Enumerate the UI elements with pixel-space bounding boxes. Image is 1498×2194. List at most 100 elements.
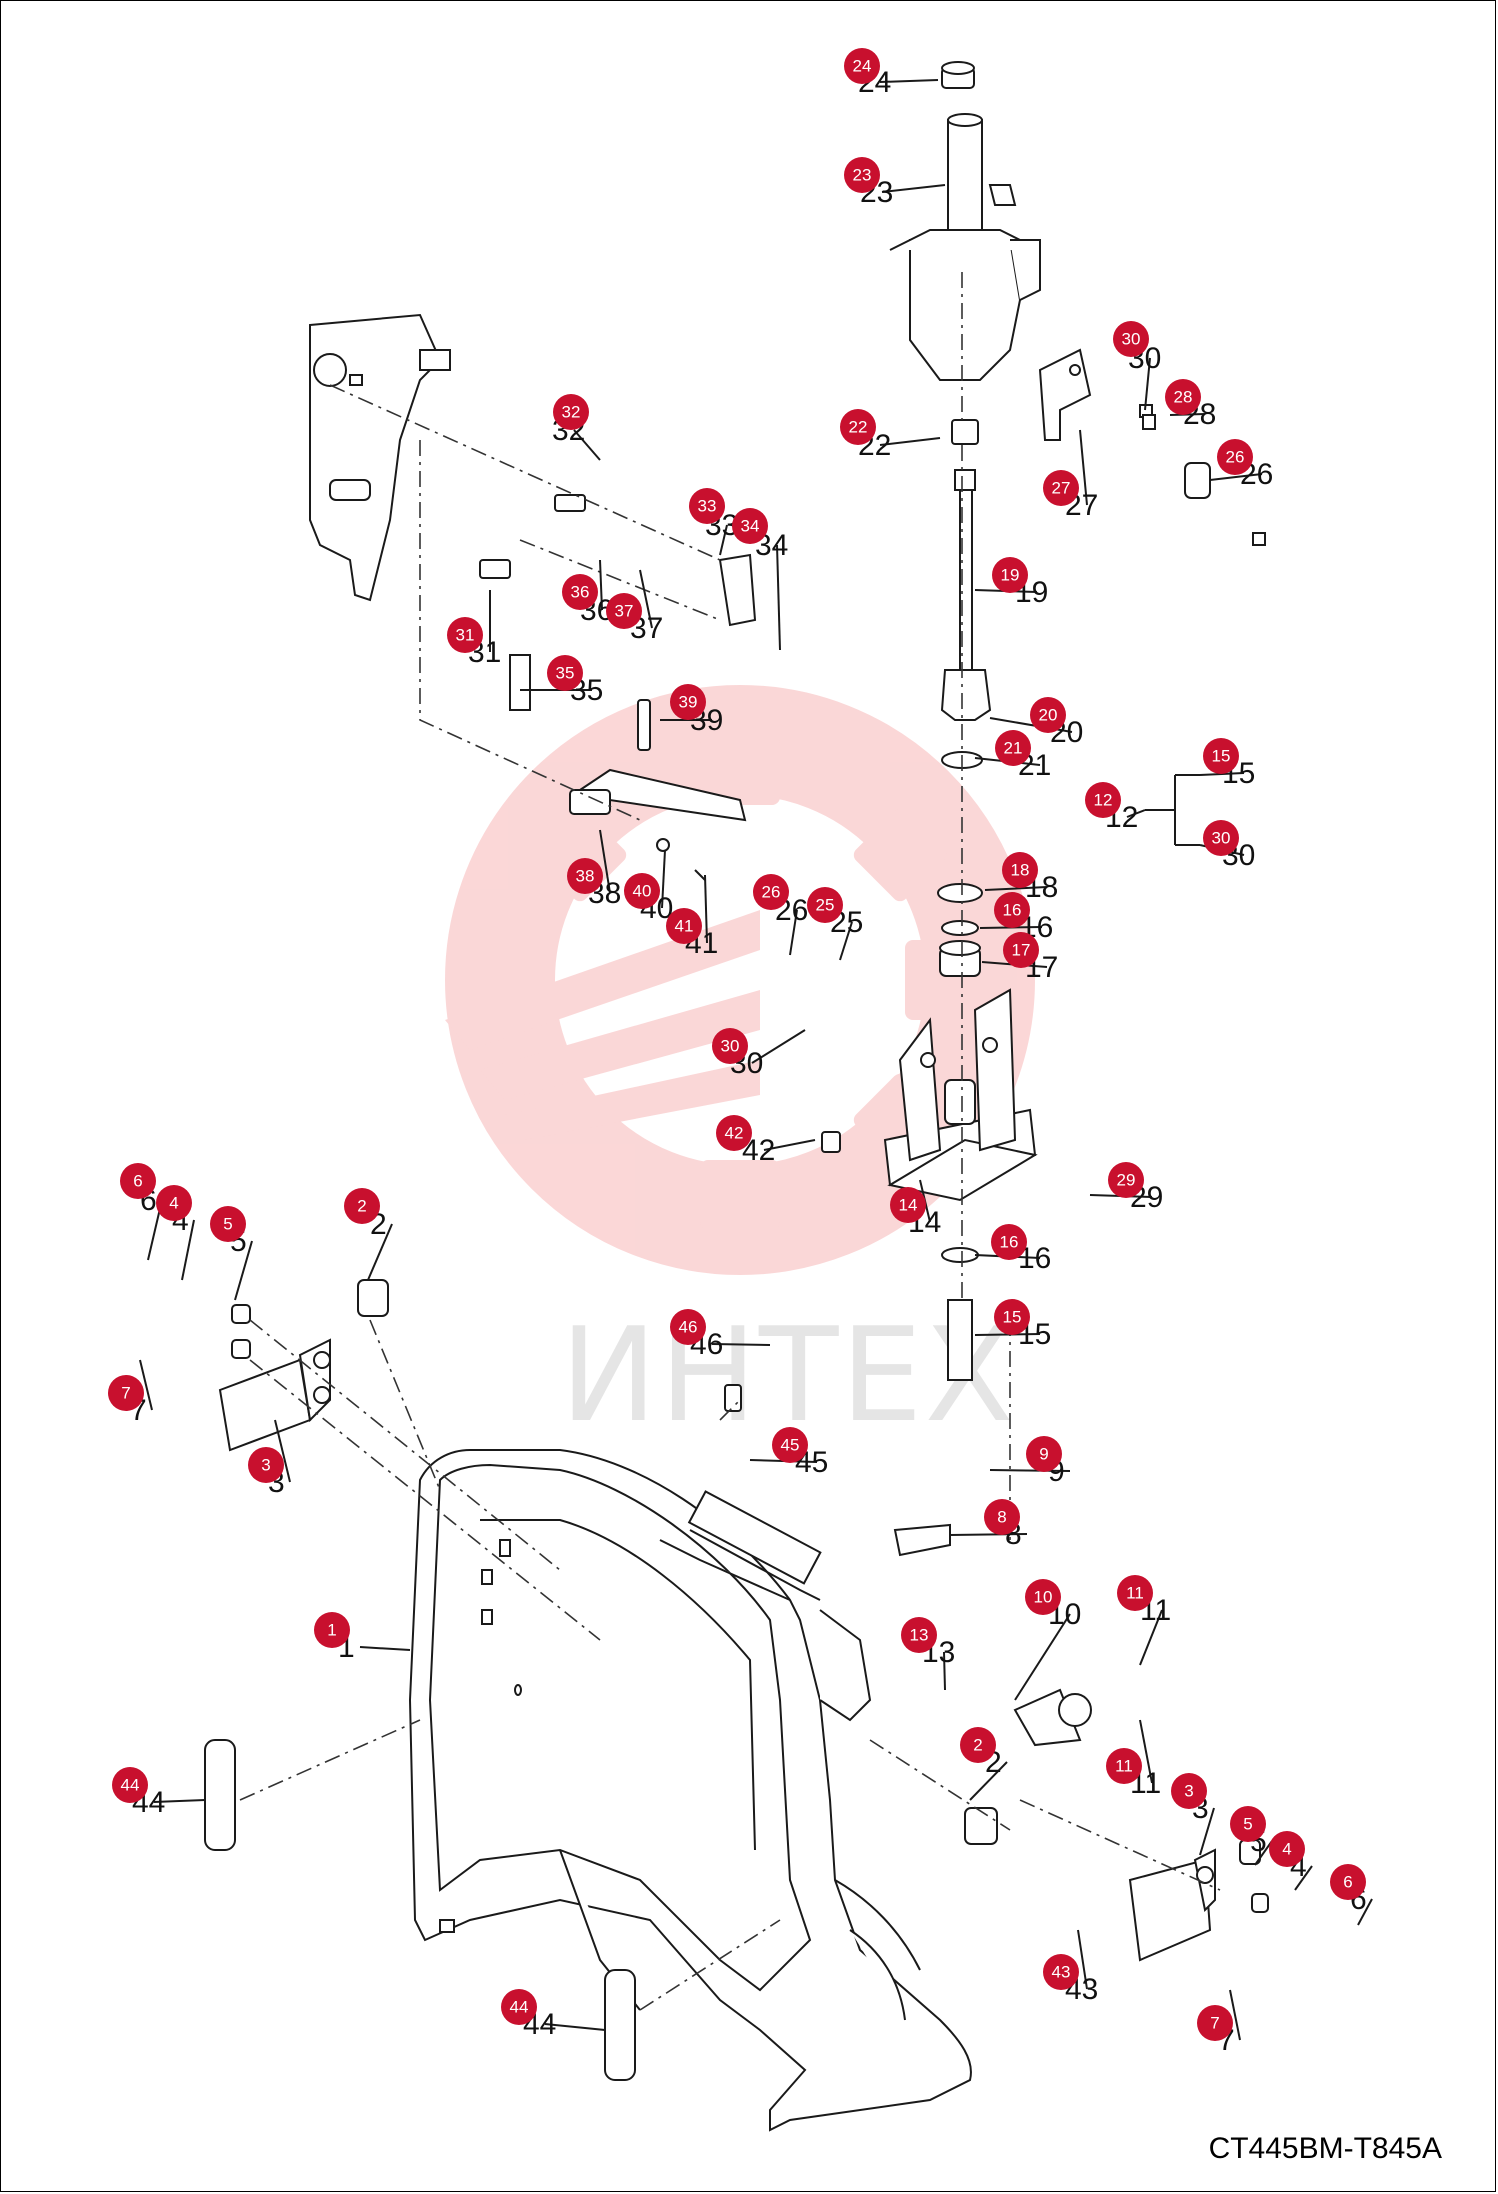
part-badge-9[interactable]: 9 (1026, 1436, 1062, 1472)
part-badge-41[interactable]: 41 (666, 908, 702, 944)
leader-line-36 (599, 559, 603, 611)
part-badge-40[interactable]: 40 (624, 873, 660, 909)
part-badge-6[interactable]: 6 (120, 1163, 156, 1199)
part-badge-44[interactable]: 44 (112, 1767, 148, 1803)
leader-line-37 (639, 569, 653, 629)
part-badge-42[interactable]: 42 (716, 1115, 752, 1151)
leader-line-46 (711, 1343, 771, 1346)
svg-text:4: 4 (169, 1194, 178, 1213)
part-badge-25[interactable]: 25 (807, 887, 843, 923)
part-badge-13[interactable]: 13 (901, 1617, 937, 1653)
part-badge-30[interactable]: 30 (712, 1028, 748, 1064)
part-badge-8[interactable]: 8 (984, 1499, 1020, 1535)
part-badge-32[interactable]: 32 (553, 394, 589, 430)
part-badge-34[interactable]: 34 (732, 508, 768, 544)
part-badge-35[interactable]: 35 (547, 655, 583, 691)
part-badge-11[interactable]: 11 (1106, 1748, 1142, 1784)
part-badge-45[interactable]: 45 (772, 1427, 808, 1463)
part-badge-12[interactable]: 12 (1085, 782, 1121, 818)
part-badge-30[interactable]: 30 (1113, 321, 1149, 357)
part-badge-15[interactable]: 15 (1203, 738, 1239, 774)
part-badge-44[interactable]: 44 (501, 1989, 537, 2025)
drawing-code: CT445BM-T845A (1208, 2132, 1442, 2165)
part-badge-19[interactable]: 19 (992, 557, 1028, 593)
part-badge-24[interactable]: 24 (844, 48, 880, 84)
svg-text:4: 4 (1282, 1840, 1291, 1859)
part-badge-15[interactable]: 15 (994, 1299, 1030, 1335)
part-badge-17[interactable]: 17 (1003, 932, 1039, 968)
part-badge-3[interactable]: 3 (1171, 1773, 1207, 1809)
leader-line-7 (1229, 1989, 1241, 2041)
svg-text:7: 7 (1210, 2014, 1219, 2033)
part-badge-16[interactable]: 16 (991, 1224, 1027, 1260)
svg-text:22: 22 (849, 418, 868, 437)
part-badge-4[interactable]: 4 (1269, 1831, 1305, 1867)
leader-line-11 (1139, 1719, 1153, 1784)
part-badge-7[interactable]: 7 (108, 1375, 144, 1411)
leader-line-6 (1357, 1898, 1373, 1926)
callout-4: 44 (1269, 1831, 1313, 1891)
leader-line-18 (984, 886, 1048, 891)
part-badge-20[interactable]: 20 (1030, 697, 1066, 733)
svg-text:9: 9 (1039, 1445, 1048, 1464)
svg-text:38: 38 (576, 867, 595, 886)
callout-7: 77 (108, 1359, 153, 1427)
svg-text:17: 17 (1012, 941, 1031, 960)
part-badge-2[interactable]: 2 (344, 1188, 380, 1224)
svg-text:15: 15 (1212, 747, 1231, 766)
part-badge-6[interactable]: 6 (1330, 1864, 1366, 1900)
svg-text:41: 41 (675, 917, 694, 936)
watermark-text: ИНТЕХ (560, 1299, 1016, 1451)
callout-4: 44 (156, 1185, 195, 1281)
part-badge-11[interactable]: 11 (1117, 1575, 1153, 1611)
part-badge-30[interactable]: 30 (1203, 820, 1239, 856)
part-badge-39[interactable]: 39 (670, 684, 706, 720)
part-badge-4[interactable]: 4 (156, 1185, 192, 1221)
assembly-centerlines (239, 272, 1221, 2011)
part-badge-21[interactable]: 21 (995, 730, 1031, 766)
part-badge-2[interactable]: 2 (960, 1727, 996, 1763)
part-badge-38[interactable]: 38 (567, 858, 603, 894)
part-badge-1[interactable]: 1 (314, 1612, 350, 1648)
part-badge-26[interactable]: 26 (1217, 439, 1253, 475)
svg-text:40: 40 (633, 882, 652, 901)
part-badge-18[interactable]: 18 (1002, 852, 1038, 888)
part-badge-37[interactable]: 37 (606, 593, 642, 629)
part-badge-23[interactable]: 23 (844, 157, 880, 193)
part-badge-27[interactable]: 27 (1043, 470, 1079, 506)
part-badge-10[interactable]: 10 (1025, 1579, 1061, 1615)
part-badge-46[interactable]: 46 (670, 1309, 706, 1345)
leader-line-26 (789, 909, 798, 956)
part-badge-5[interactable]: 5 (1230, 1806, 1266, 1842)
leader-line-12 (1126, 809, 1146, 818)
part-badge-43[interactable]: 43 (1043, 1954, 1079, 1990)
part-badge-36[interactable]: 36 (562, 574, 598, 610)
part-badge-31[interactable]: 31 (447, 617, 483, 653)
steering-column-tube (889, 61, 1041, 381)
part-badge-26[interactable]: 26 (753, 874, 789, 910)
part-badge-28[interactable]: 28 (1165, 379, 1201, 415)
part-badge-7[interactable]: 7 (1197, 2005, 1233, 2041)
part-badge-29[interactable]: 29 (1108, 1162, 1144, 1198)
part-badge-3[interactable]: 3 (248, 1447, 284, 1483)
part-badge-22[interactable]: 22 (840, 409, 876, 445)
part-badge-33[interactable]: 33 (689, 488, 725, 524)
part-badge-14[interactable]: 14 (890, 1187, 926, 1223)
svg-text:3: 3 (261, 1456, 270, 1475)
leader-line-4 (1294, 1865, 1313, 1891)
svg-text:16: 16 (1000, 1233, 1019, 1252)
leader-line-2 (367, 1223, 393, 1281)
part-badge-5[interactable]: 5 (210, 1206, 246, 1242)
svg-text:15: 15 (1003, 1308, 1022, 1327)
svg-text:13: 13 (910, 1626, 929, 1645)
part-badge-16[interactable]: 16 (994, 892, 1030, 928)
callout-2: 22 (344, 1188, 393, 1281)
